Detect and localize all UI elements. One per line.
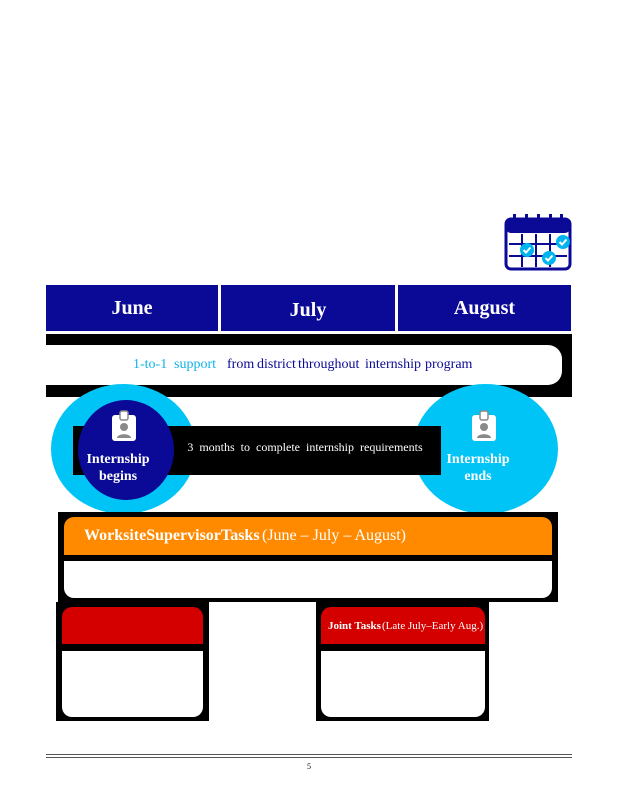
task-panel-left-body [62,651,203,717]
timeline-duration-text: 3 months to complete internship requirem… [187,440,423,454]
support-text-internship: internship [365,357,421,372]
page-number: 5 [307,762,311,771]
support-text-from: from [227,357,255,372]
id-badge-icon [472,410,496,441]
worksite-tasks-header: WorksiteSupervisor Tasks (June – July – … [64,517,552,555]
internship-begins-label: Internship begins [86,452,150,484]
worksite-role-label: WorksiteSupervisor [84,527,221,544]
joint-tasks-body [321,651,485,717]
worksite-tasks-word: Tasks [221,527,260,544]
task-panel-left-header [62,607,203,644]
id-badge-icon [112,410,136,441]
support-text-district: district [257,357,296,372]
support-text-1to1: 1-to-1 [133,357,168,372]
internship-ends-label: Internship ends [446,452,510,484]
support-banner: 1-to-1 support from district throughout … [46,345,562,385]
footer-rule [46,754,572,755]
month-header-august: August [398,285,571,331]
month-header-july: July [221,285,395,331]
worksite-tasks-period: (June – July – August) [262,527,406,544]
support-text-throughout: throughout [298,357,360,372]
footer-rule [46,757,572,758]
month-header-june: June [46,285,218,331]
support-text-support: support [174,357,216,372]
joint-tasks-period: (Late July–Early Aug.) [382,620,484,632]
worksite-tasks-body [64,561,552,598]
joint-tasks-label: Joint Tasks [328,620,381,632]
joint-tasks-header: Joint Tasks (Late July–Early Aug.) [321,607,485,644]
support-text-program: program [425,357,473,372]
calendar-check-icon [504,214,572,271]
